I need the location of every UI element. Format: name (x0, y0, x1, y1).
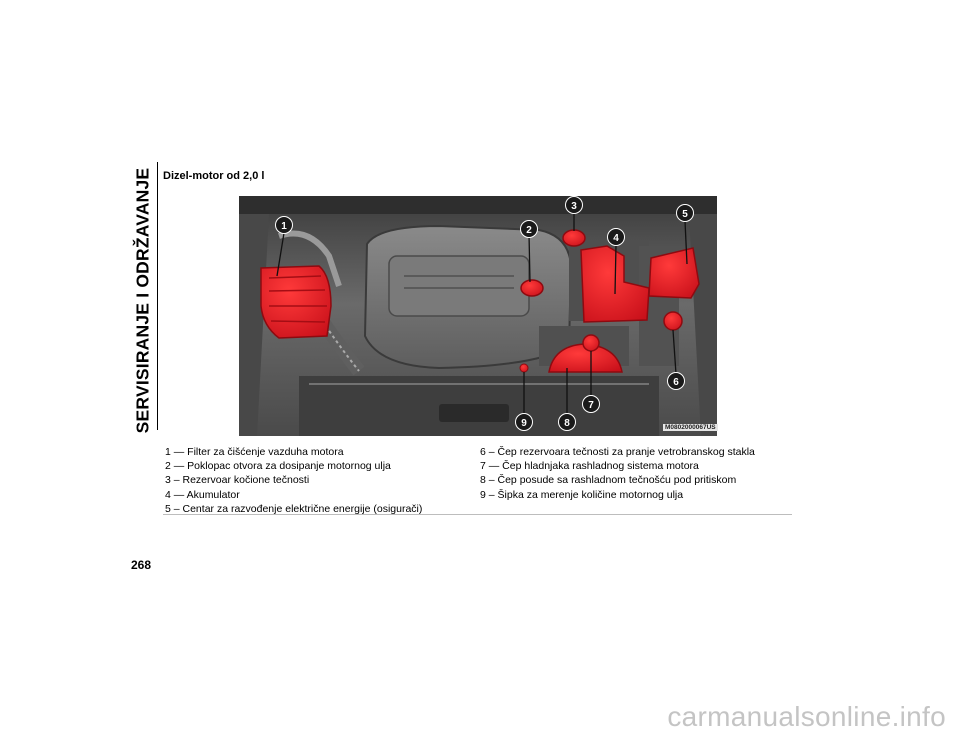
watermark: carmanualsonline.info (667, 701, 946, 732)
callout-3: 3 (565, 196, 583, 214)
legend-item: 4 — Akumulator (165, 488, 240, 501)
legend-divider (163, 514, 792, 515)
callout-4-label: 4 (613, 233, 619, 244)
legend-item: 8 – Čep posude sa rashladnom tečnošću po… (480, 474, 737, 487)
callout-2: 2 (520, 220, 538, 238)
legend-item: 6 – Čep rezervoara tečnosti za pranje ve… (480, 446, 755, 458)
callout-1-label: 1 (281, 221, 287, 232)
callout-9-label: 9 (521, 418, 527, 429)
callout-7: 7 (582, 395, 600, 413)
callout-8: 8 (558, 413, 576, 431)
callout-2-label: 2 (526, 225, 532, 236)
callout-5-label: 5 (682, 209, 688, 220)
legend-right: 6 – Čep rezervoara tečnosti za pranje ve… (480, 445, 800, 502)
legend-item: 2 — Poklopac otvora za dosipanje motorno… (165, 460, 391, 473)
section-title: Dizel-motor od 2,0 l (163, 170, 265, 182)
side-section-title: SERVISIRANJE I ODRŽAVANJE (132, 167, 153, 433)
legend-item: 7 — Čep hladnjaka rashladnog sistema mot… (480, 460, 699, 473)
engine-bay-photo: 1 2 3 4 5 6 7 8 9 (239, 196, 717, 436)
callout-4: 4 (607, 228, 625, 246)
callout-6-label: 6 (673, 377, 679, 388)
legend-item: 1 — Filter za čišćenje vazduha motora (165, 446, 344, 458)
callout-9: 9 (515, 413, 533, 431)
callout-5: 5 (676, 204, 694, 222)
side-divider (157, 162, 158, 430)
page-number: 268 (131, 558, 152, 572)
legend-item: 5 – Centar za razvođenje električne ener… (165, 502, 423, 515)
image-code: M0802000067US (663, 424, 718, 431)
legend-left: 1 — Filter za čišćenje vazduha motora 2 … (165, 445, 465, 516)
legend-item: 9 – Šipka za merenje količine motornog u… (480, 488, 684, 501)
callout-3-label: 3 (571, 201, 577, 212)
callout-7-label: 7 (588, 400, 594, 411)
callout-1: 1 (275, 216, 293, 234)
legend-item: 3 – Rezervoar kočione tečnosti (165, 474, 310, 487)
callout-6: 6 (667, 372, 685, 390)
callout-8-label: 8 (564, 418, 570, 429)
